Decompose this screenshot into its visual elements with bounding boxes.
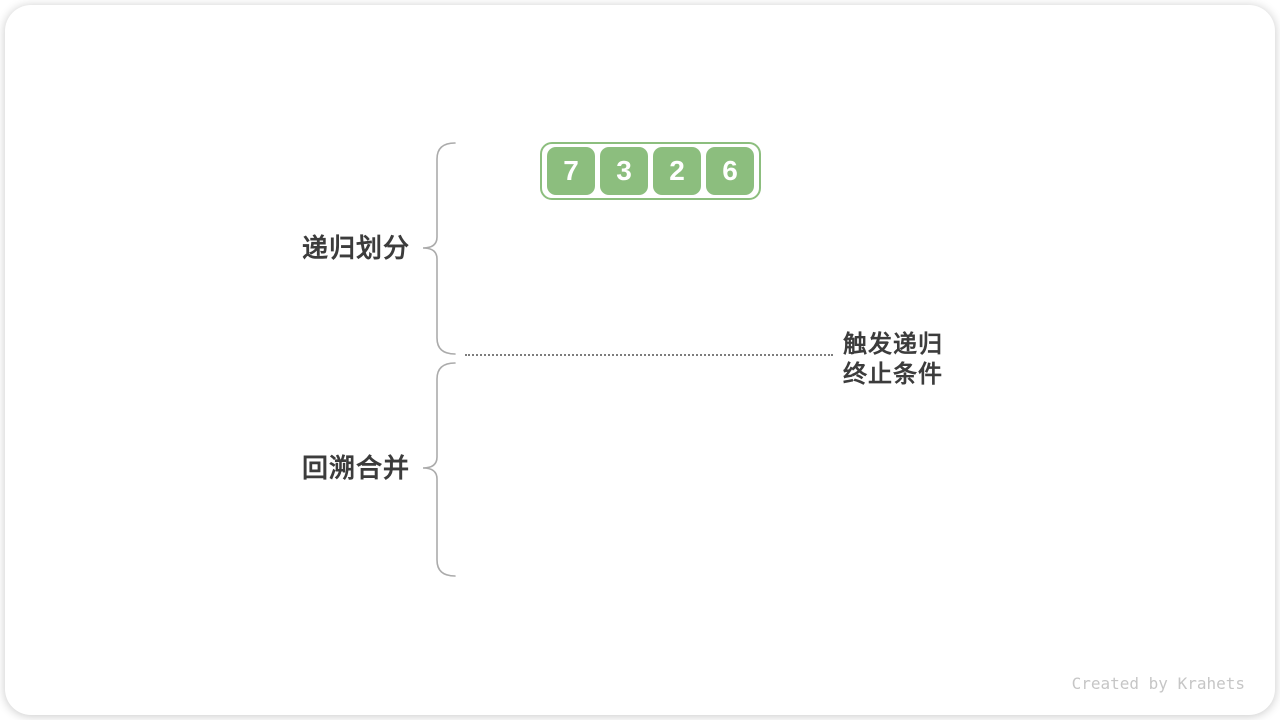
array-cell: 7 — [547, 147, 595, 195]
label-backtrack-merge: 回溯合并 — [301, 453, 410, 483]
annotation-line: 终止条件 — [843, 361, 943, 388]
brace-recursive-partition — [422, 142, 456, 355]
annotation-termination: 触发递归 终止条件 — [843, 330, 943, 390]
watermark-text: Created by Krahets — [1071, 674, 1245, 693]
array-container: 7 3 2 6 — [540, 142, 761, 200]
label-recursive-partition: 递归划分 — [301, 233, 410, 263]
brace-backtrack-merge — [422, 362, 456, 577]
figure-card: 递归划分 回溯合并 7 3 2 6 触发递归 终止条件 Created by K… — [5, 5, 1275, 715]
termination-dotted-line — [465, 354, 833, 356]
array-cell: 3 — [600, 147, 648, 195]
curly-braces-graphic — [422, 142, 456, 577]
annotation-line: 触发递归 — [843, 331, 943, 358]
array-cell: 6 — [706, 147, 754, 195]
array-cell: 2 — [653, 147, 701, 195]
